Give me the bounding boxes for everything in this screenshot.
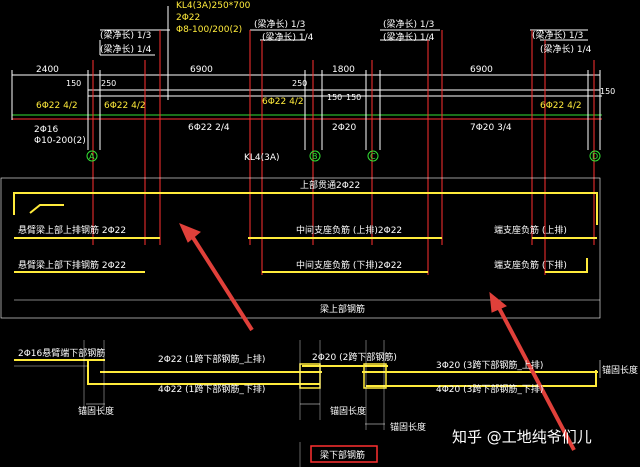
span-dim-4: 6900: [470, 65, 493, 75]
support-c: [363, 363, 387, 389]
beam-id: KL4(3A): [244, 153, 280, 163]
end-top-label: 端支座负筋 (上排): [494, 224, 567, 236]
lower-mid-label: 2Φ20 (2跨下部钢筋): [312, 351, 397, 363]
axis-label-c: C: [370, 152, 376, 161]
upper-rebar-frame: [0, 177, 601, 319]
lower-cant-label: 2Φ16悬臂端下部钢筋: [18, 347, 105, 359]
bottom-bar-span1: 6Φ22 2/4: [188, 123, 230, 133]
s3-bot-rebar: [366, 370, 597, 387]
clear-span-quarter: (梁净长) 1/4: [100, 43, 152, 55]
axis-label-a: A: [89, 152, 95, 161]
support-bar-3: 6Φ22 4/2: [262, 97, 304, 107]
support-bar-1: 6Φ22 4/2: [36, 101, 78, 111]
lower-s3-bot-label: 4Φ20 (3跨下部钢筋_下排): [436, 383, 543, 395]
clear-span-quarter: (梁净长) 1/4: [540, 43, 592, 55]
lower-caption: 梁下部钢筋: [320, 449, 365, 461]
anchor-left-label: 锚固长度: [78, 405, 114, 417]
beam-title-top: 2Φ22: [176, 13, 200, 23]
small-dim-d: 150: [327, 93, 342, 102]
small-dim-b: 250: [101, 79, 116, 88]
small-dim-c: 250: [292, 79, 307, 88]
upper-caption: 梁上部钢筋: [320, 303, 365, 315]
bottom-bar-span2: 2Φ20: [332, 123, 357, 133]
lower-rebar-frame: [14, 340, 601, 467]
top-elevation: [11, 6, 602, 275]
arrow-lower-head: [489, 291, 507, 313]
through-label: 上部贯通2Φ22: [300, 179, 360, 191]
lower-caption-box: [310, 445, 378, 463]
small-dim-a: 150: [66, 79, 81, 88]
axis-label-b: B: [312, 152, 318, 161]
lower-s1-bot-label: 4Φ22 (1跨下部钢筋_下排): [158, 383, 265, 395]
axis-label-d: D: [592, 152, 598, 161]
lower-s1-top-label: 2Φ22 (1跨下部钢筋_上排): [158, 353, 265, 365]
mid-top-label: 中间支座负筋 (上排)2Φ22: [296, 224, 402, 236]
lower-s3-top-label: 3Φ20 (3跨下部钢筋_上排): [436, 359, 543, 371]
end-bottom-bar: [545, 258, 588, 273]
span-dim-2: 6900: [190, 65, 213, 75]
beam-title-stirrup: Φ8-100/200(2): [176, 25, 242, 35]
clear-span-third: (梁净长) 1/3: [254, 18, 305, 30]
end-bottom-label: 端支座负筋 (下排): [494, 259, 567, 271]
labels: KL4(3A)250*700 2Φ22 Φ8-100/200(2) (梁净长) …: [18, 1, 638, 461]
cant-hook: [29, 204, 64, 214]
cant-top-label: 悬臂梁上部上排钢筋 2Φ22: [18, 224, 126, 236]
anchor-mid2-label: 锚固长度: [390, 421, 426, 433]
clear-span-third: (梁净长) 1/3: [532, 29, 583, 41]
axis-bubble-d: [589, 150, 601, 162]
axis-bubble-a: [86, 150, 98, 162]
support-bar-2: 6Φ22 4/2: [104, 101, 146, 111]
clear-span-third: (梁净长) 1/3: [383, 18, 434, 30]
cant-bottom-label: 悬臂梁上部下排钢筋 2Φ22: [18, 259, 126, 271]
axis-bubble-c: [367, 150, 379, 162]
clear-span-quarter: (梁净长) 1/4: [262, 31, 314, 43]
watermark: 知乎 @工地纯爷们儿: [452, 428, 592, 446]
bottom-bar-left-stirrup: Φ10-200(2): [34, 136, 86, 146]
mid-bottom-label: 中间支座负筋 (下排)2Φ22: [296, 259, 402, 271]
upper-frame: [0, 177, 601, 319]
beam-title-name: KL4(3A)250*700: [176, 1, 251, 11]
clear-span-quarter: (梁净长) 1/4: [383, 31, 435, 43]
annotation-arrows: [179, 223, 576, 451]
span-dim-3: 1800: [332, 65, 355, 75]
s1-bot-rebar: [87, 360, 320, 385]
anchor-right-label: 锚固长度: [602, 364, 638, 376]
arrow-lower-shaft: [496, 305, 576, 451]
bottom-bar-span3: 7Φ20 3/4: [470, 123, 512, 133]
bottom-bar-left: 2Φ16: [34, 125, 59, 135]
anchor-mid-label: 锚固长度: [330, 405, 366, 417]
arrow-upper-shaft: [190, 234, 254, 332]
through-bar: [13, 192, 598, 225]
support-bar-4: 6Φ22 4/2: [540, 101, 582, 111]
small-dim-f: 150: [600, 87, 615, 96]
arrow-upper-head: [179, 223, 201, 243]
span-dim-1: 2400: [36, 65, 59, 75]
clear-span-third: (梁净长) 1/3: [100, 29, 151, 41]
small-dim-e: 150: [346, 93, 361, 102]
axis-bubble-b: [309, 150, 321, 162]
